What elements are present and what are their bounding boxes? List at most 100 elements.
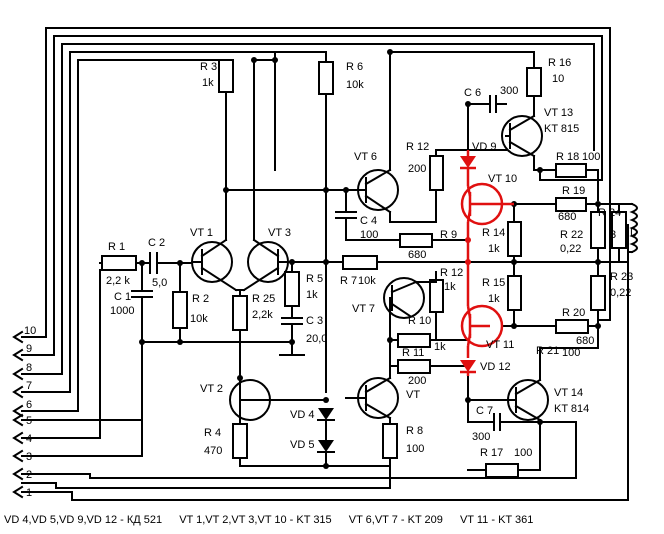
r18-name: R 18 bbox=[556, 151, 579, 163]
c3-name: C 3 bbox=[306, 315, 323, 327]
r12b-name: R 12 bbox=[440, 267, 463, 279]
r20-name: R 20 bbox=[562, 307, 585, 319]
pin-label: 4 bbox=[26, 433, 32, 445]
c7-value: 300 bbox=[472, 431, 490, 443]
r22-name: R 22 bbox=[560, 229, 583, 241]
r1-name: R 1 bbox=[108, 241, 125, 253]
c1-value: 1000 bbox=[110, 305, 134, 317]
resistor-r25 bbox=[232, 295, 248, 331]
r10-name: R 10 bbox=[408, 315, 431, 327]
resistor-r9 bbox=[399, 233, 433, 248]
parts-legend: VD 4,VD 5,VD 9,VD 12 - КД 521 VT 1,VT 2,… bbox=[4, 514, 660, 530]
r2-name: R 2 bbox=[192, 293, 209, 305]
pin-label: 3 bbox=[26, 451, 32, 463]
r19-name: R 19 bbox=[562, 185, 585, 197]
r16-name: R 16 bbox=[548, 57, 571, 69]
vt2-label: VT 2 bbox=[200, 383, 223, 395]
vt13-type: KT 815 bbox=[544, 123, 579, 135]
resistor-r14 bbox=[507, 221, 522, 257]
inductor-l bbox=[629, 202, 638, 254]
r11-value: 200 bbox=[408, 375, 426, 387]
r8-value: 100 bbox=[406, 443, 424, 455]
resistor-r8 bbox=[382, 423, 398, 459]
c6-value: 300 bbox=[500, 85, 518, 97]
bus-wires bbox=[21, 27, 629, 501]
driver-stage bbox=[318, 49, 469, 393]
r4-value: 470 bbox=[204, 445, 222, 457]
legend-transistors-kt209: VT 6,VT 7 - KT 209 bbox=[348, 514, 443, 526]
r10-value: 1k bbox=[434, 341, 446, 353]
resistor-r11 bbox=[397, 359, 431, 374]
r25-value: 2,2k bbox=[252, 309, 273, 321]
r24-name: R 24 bbox=[598, 207, 621, 219]
pin-label: 8 bbox=[26, 362, 32, 374]
resistor-r3 bbox=[218, 59, 234, 93]
pin-label: 10 bbox=[24, 325, 36, 337]
r17-value: 100 bbox=[514, 447, 532, 459]
vt-label: VT bbox=[406, 389, 420, 401]
resistor-r4 bbox=[232, 423, 248, 459]
c1-name: C 1 bbox=[114, 291, 131, 303]
vt3-label: VT 3 bbox=[268, 227, 291, 239]
r19-value: 680 bbox=[558, 211, 576, 223]
vd12-label: VD 12 bbox=[480, 361, 511, 373]
resistor-r6 bbox=[318, 61, 334, 95]
vt14-name: VT 14 bbox=[554, 387, 583, 399]
vt14-type: KT 814 bbox=[554, 403, 589, 415]
r9-name: R 9 bbox=[440, 229, 457, 241]
r1-value: 2,2 k bbox=[106, 275, 130, 287]
r25-name: R 25 bbox=[252, 293, 275, 305]
resistor-r16 bbox=[526, 67, 542, 97]
input-stage bbox=[191, 51, 344, 379]
resistor-r12b bbox=[429, 279, 444, 313]
c6-name: C 6 bbox=[464, 87, 481, 99]
pin-label: 5 bbox=[26, 415, 32, 427]
c4-value: 100 bbox=[360, 229, 378, 241]
r7-name: R 7 bbox=[340, 275, 357, 287]
diode-vd5 bbox=[318, 440, 334, 452]
output-lower bbox=[389, 261, 606, 479]
pin-label: 7 bbox=[26, 380, 32, 392]
vt6-label: VT 6 bbox=[354, 151, 377, 163]
c4-name: C 4 bbox=[360, 215, 377, 227]
r23-value: 0,22 bbox=[610, 287, 631, 299]
resistor-r1 bbox=[101, 255, 137, 271]
r24-value: 3 bbox=[610, 229, 616, 241]
vd5-label: VD 5 bbox=[290, 439, 314, 451]
connector-pins bbox=[12, 330, 24, 499]
legend-transistors-kt361: VT 11 - KT 361 bbox=[459, 514, 534, 526]
diode-vd12 bbox=[460, 360, 476, 372]
r12a-name: R 12 bbox=[406, 141, 429, 153]
bias-chain-highlight bbox=[460, 150, 514, 376]
vt7-label: VT 7 bbox=[352, 303, 375, 315]
vd9-label: VD 9 bbox=[472, 141, 496, 153]
c2-value: 5,0 bbox=[152, 277, 167, 289]
r23-name: R 23 bbox=[610, 271, 633, 283]
r15-name: R 15 bbox=[482, 277, 505, 289]
resistor-r2 bbox=[172, 291, 188, 329]
resistor-r5 bbox=[284, 271, 300, 307]
r4-name: R 4 bbox=[204, 427, 221, 439]
r20-value: 680 bbox=[576, 335, 594, 347]
c3-value: 20,0 bbox=[306, 333, 327, 345]
resistor-r10 bbox=[397, 333, 431, 348]
r18-value: 100 bbox=[582, 151, 600, 163]
r2-value: 10k bbox=[190, 313, 208, 325]
vt1-label: VT 1 bbox=[190, 227, 213, 239]
resistor-r12a bbox=[429, 155, 444, 191]
diode-vd9 bbox=[460, 156, 476, 168]
r17-name: R 17 bbox=[480, 447, 503, 459]
r5-value: 1k bbox=[306, 289, 318, 301]
r7-value: 10k bbox=[358, 275, 376, 287]
r15-value: 1k bbox=[488, 293, 500, 305]
pin-label: 9 bbox=[26, 343, 32, 355]
vt11-label: VT 11 bbox=[486, 339, 514, 351]
transistor-vt13 bbox=[501, 115, 543, 157]
resistor-r18 bbox=[555, 163, 587, 178]
l-label: L bbox=[630, 227, 636, 239]
component-labels: 10 9 8 7 6 5 4 3 2 1 R 1 2,2 k C 2 5,0 C… bbox=[24, 57, 636, 499]
r6-name: R 6 bbox=[346, 61, 363, 73]
pin-label: 6 bbox=[26, 399, 32, 411]
current-sources bbox=[229, 365, 399, 489]
